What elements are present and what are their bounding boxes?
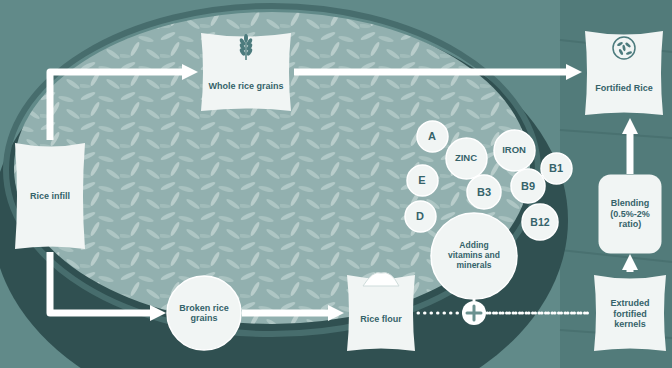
node-label: B3 (477, 186, 491, 199)
node-label: Rice infill (30, 191, 70, 201)
dotted-connector (474, 300, 591, 313)
node-label: B9 (521, 180, 535, 193)
flow-arrow (50, 252, 156, 313)
node-outline (344, 272, 418, 354)
rounded-box (599, 175, 662, 254)
vitamin-bubble: B9 (510, 168, 546, 204)
sack-node: Fortified Rice (582, 28, 666, 118)
node-label: Broken rice grains (178, 303, 230, 324)
node-label: IRON (502, 145, 526, 156)
process-circle: Broken rice grains (166, 275, 242, 351)
vitamin-bubble: B12 (521, 203, 559, 241)
sack-outline (201, 33, 291, 111)
process-circle: Adding vitamins and minerals (430, 212, 518, 300)
sack-outline (594, 275, 666, 351)
vitamin-bubble: E (406, 164, 439, 197)
node-outline (582, 28, 666, 118)
circle-outline (522, 204, 558, 240)
circle-outline (431, 213, 517, 299)
process-box: Blending (0.5%-2% ratio) (598, 174, 662, 254)
node-label: ZINC (455, 153, 477, 164)
node-label: Whole rice grains (208, 81, 283, 91)
flow-arrow (294, 69, 572, 76)
circle-outline (541, 153, 572, 184)
sack-node: Rice infill (12, 140, 88, 252)
flow-arrow (627, 264, 634, 272)
node-label: Extruded fortified kernels (597, 298, 663, 329)
circle-outline (405, 201, 436, 232)
node-label: Adding vitamins and minerals (443, 241, 505, 270)
circle-outline (467, 175, 501, 209)
node-label: B12 (530, 216, 549, 228)
sack-node: Extruded fortified kernels (591, 272, 669, 354)
circle-outline (417, 121, 448, 152)
flour-pile (363, 273, 399, 286)
circle-outline (407, 165, 438, 196)
node-label: A (428, 130, 436, 143)
plus-circle (462, 301, 486, 325)
vitamin-bubble: B3 (466, 174, 502, 210)
vitamin-bubble: ZINC (445, 137, 488, 180)
vitamin-bubble: D (404, 200, 437, 233)
vitamin-bubble: A (416, 120, 449, 153)
node-label: Fortified Rice (595, 83, 653, 93)
circle-outline (511, 169, 545, 203)
flow-arrow (627, 128, 634, 174)
sack-node: Whole rice grains (198, 30, 294, 114)
node-label: Rice flour (360, 314, 402, 324)
node-label: E (418, 174, 425, 187)
flow-arrow (242, 310, 334, 317)
sack-node: Rice flour (344, 272, 418, 354)
sack-outline (15, 143, 85, 249)
wheat-icon (239, 34, 253, 60)
circle-outline (494, 130, 535, 171)
grain-icon (613, 37, 635, 59)
flow-arrow (50, 72, 188, 140)
circle-outline (446, 138, 487, 179)
node-label: Blending (0.5%-2% ratio) (602, 198, 658, 229)
sack-outline (585, 31, 663, 115)
node-outline (198, 30, 294, 114)
node-label: B1 (549, 162, 563, 175)
plus-sign (467, 306, 481, 320)
vitamin-bubble: IRON (493, 129, 536, 172)
circle-outline (167, 276, 241, 350)
node-label: D (416, 210, 424, 223)
vitamin-bubble: B1 (540, 152, 573, 185)
